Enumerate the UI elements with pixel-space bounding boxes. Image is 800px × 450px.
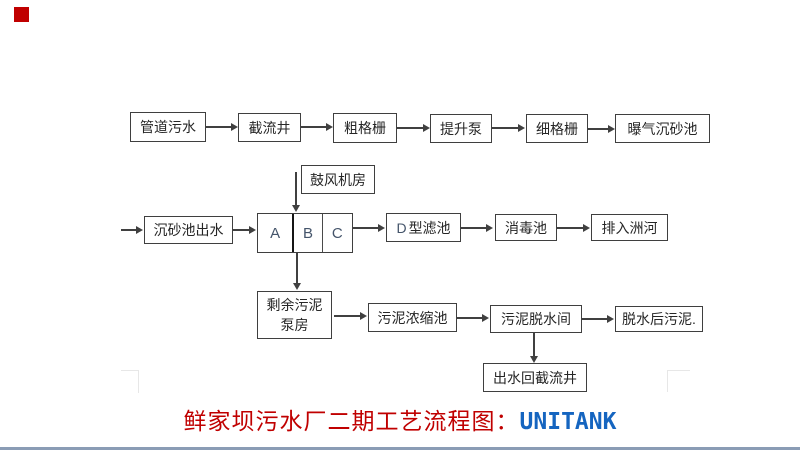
arrow-right bbox=[588, 125, 615, 132]
node-label-line2: 泵房 bbox=[280, 317, 309, 333]
caption-text-unitank: UNITANK bbox=[519, 409, 617, 435]
node-label: 排入洲河 bbox=[601, 219, 658, 236]
arrow-down bbox=[292, 172, 299, 212]
arrow-right bbox=[557, 224, 590, 231]
arrow-right bbox=[233, 226, 256, 233]
node-blower-room: 鼓风机房 bbox=[301, 165, 375, 194]
node-surplus-sludge-pump-room: 剩余污泥 泵房 bbox=[257, 291, 332, 339]
node-label: 细格栅 bbox=[536, 120, 578, 137]
corner-mark-right bbox=[667, 370, 690, 371]
node-label: 脱水后污泥. bbox=[622, 311, 696, 327]
diagram-caption: 鲜家坝污水厂二期工艺流程图：UNITANK bbox=[0, 402, 800, 436]
node-grit-chamber-outflow: 沉砂池出水 bbox=[144, 216, 233, 244]
corner-mark-left bbox=[138, 370, 139, 393]
arrow-right bbox=[334, 312, 367, 319]
arrow-right-inlet bbox=[121, 226, 143, 233]
node-label: 消毒池 bbox=[505, 219, 547, 236]
node-lift-pump: 提升泵 bbox=[430, 114, 492, 143]
arrow-right bbox=[582, 315, 614, 322]
node-label: 管道污水 bbox=[140, 119, 196, 135]
unitank-cell-a: A bbox=[258, 214, 292, 252]
node-label: 曝气沉砂池 bbox=[627, 120, 698, 137]
cell-label: A bbox=[270, 224, 281, 242]
arrow-right bbox=[457, 314, 489, 321]
node-outflow-return-well: 出水回截流井 bbox=[483, 363, 587, 392]
node-fine-screen: 细格栅 bbox=[526, 114, 588, 143]
cell-label: C bbox=[331, 224, 343, 242]
node-sludge-thickening-tank: 污泥浓缩池 bbox=[368, 303, 457, 332]
corner-mark-right bbox=[667, 370, 668, 392]
bottom-page-rule bbox=[0, 447, 800, 450]
node-dewatered-sludge: 脱水后污泥. bbox=[615, 306, 703, 332]
node-label: 截流井 bbox=[248, 119, 291, 136]
arrow-right bbox=[461, 224, 493, 231]
node-label: 出水回截流井 bbox=[493, 369, 577, 386]
arrow-down bbox=[293, 253, 300, 290]
node-label: 提升泵 bbox=[440, 120, 482, 137]
arrow-right bbox=[353, 224, 385, 231]
corner-mark-left bbox=[121, 370, 139, 371]
arrow-right bbox=[397, 124, 430, 131]
node-label: 污泥脱水间 bbox=[501, 311, 571, 327]
unitank-cell-c: C bbox=[321, 214, 352, 252]
node-interception-well: 截流井 bbox=[238, 113, 301, 142]
caption-text-chinese: 鲜家坝污水厂二期工艺流程图： bbox=[183, 409, 520, 434]
node-label: 沉砂池出水 bbox=[153, 222, 224, 238]
node-disinfection-tank: 消毒池 bbox=[495, 214, 557, 241]
unitank-cell-b: B bbox=[292, 214, 321, 252]
arrow-right bbox=[301, 123, 333, 130]
arrow-right bbox=[492, 124, 525, 131]
node-label-prefix: D bbox=[396, 219, 407, 236]
node-coarse-screen: 粗格栅 bbox=[333, 113, 397, 143]
cell-label: B bbox=[302, 224, 313, 242]
node-label: 污泥浓缩池 bbox=[377, 309, 448, 326]
node-label-line1: 剩余污泥 bbox=[266, 297, 323, 313]
red-marker-square bbox=[14, 7, 29, 22]
node-pipe-sewage: 管道污水 bbox=[130, 112, 206, 142]
node-unitank: A B C bbox=[257, 213, 353, 253]
node-label: 粗格栅 bbox=[344, 120, 386, 136]
node-label: 鼓风机房 bbox=[310, 171, 366, 188]
arrow-right bbox=[206, 123, 238, 130]
arrow-down bbox=[530, 333, 537, 363]
node-label: 型滤池 bbox=[408, 219, 451, 236]
node-sludge-dewatering-room: 污泥脱水间 bbox=[490, 305, 582, 333]
node-aerated-grit-chamber: 曝气沉砂池 bbox=[615, 114, 710, 143]
node-discharge-river: 排入洲河 bbox=[591, 214, 668, 241]
